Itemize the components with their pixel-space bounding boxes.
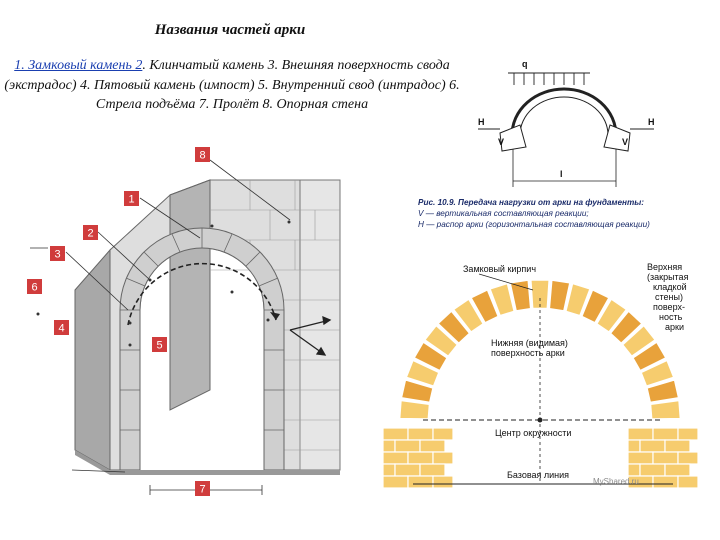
- marker-badge: 8: [195, 147, 210, 162]
- span-label: l: [560, 169, 563, 179]
- lower-surface-label-1: Нижняя (видимая): [491, 338, 568, 348]
- marker-8: 8: [199, 150, 205, 162]
- force-caption-line3: H — распор арки (горизонтальная составля…: [418, 220, 650, 229]
- right-abutment: [603, 124, 631, 152]
- brick-voussoirs: [399, 279, 681, 420]
- voussoir-brick: [424, 325, 458, 357]
- voussoir-brick: [622, 325, 656, 357]
- marker-3: 3: [54, 249, 60, 261]
- marker-4: 4: [58, 323, 64, 335]
- voussoir-joints: [120, 228, 284, 431]
- right-wall-bricks: [627, 427, 698, 488]
- lower-surface-label-2: поверхность арки: [491, 348, 565, 358]
- voussoir-brick: [489, 283, 515, 316]
- left-vertical-label: V: [498, 137, 504, 147]
- voussoir-brick: [610, 311, 643, 344]
- voussoir-brick: [437, 311, 470, 344]
- top-surface-label-2: (закрытая: [647, 272, 689, 282]
- watermark: MyShared.ru: [593, 477, 639, 486]
- left-wall-bricks: [383, 427, 454, 488]
- voussoir-brick: [406, 360, 440, 387]
- keystone-leader: [478, 273, 534, 291]
- voussoir-brick: [650, 400, 681, 420]
- voussoir-brick: [453, 299, 484, 333]
- top-surface-label-6: ность: [659, 312, 683, 322]
- brick-arch-diagram: Замковый кирпич Нижняя (видимая) поверхн…: [383, 258, 698, 488]
- force-caption: Рис. 10.9. Передача нагрузки от арки на …: [418, 197, 718, 230]
- force-diagram: q H H V V l: [478, 59, 655, 187]
- left-abutment: [499, 124, 527, 152]
- marker-badge: 5: [152, 337, 167, 352]
- right-thrust-label: H: [648, 117, 655, 127]
- voussoir-brick: [401, 379, 434, 403]
- right-vertical-label: V: [622, 137, 628, 147]
- voussoir-brick: [549, 280, 570, 311]
- voussoir-brick: [646, 379, 679, 403]
- top-surface-label-3: кладкой: [653, 282, 687, 292]
- left-thrust-label: H: [478, 117, 485, 127]
- voussoir-brick: [581, 289, 610, 323]
- marker-badge: 4: [54, 320, 69, 335]
- marker-badge: 2: [83, 225, 98, 240]
- load-label: q: [522, 59, 528, 69]
- stone-arch-illustration: 8 1 2 3 6 4 5 7: [27, 147, 341, 496]
- circle-center-label: Центр окружности: [495, 428, 571, 438]
- extrados-arrow-head: [270, 312, 280, 320]
- marker-badge: 6: [27, 279, 42, 294]
- load-arrows: [513, 73, 585, 85]
- voussoir-brick: [399, 400, 430, 420]
- force-caption-line1: Рис. 10.9. Передача нагрузки от арки на …: [418, 198, 644, 207]
- top-surface-label-1: Верхняя: [647, 262, 682, 272]
- base-line-label: Базовая линия: [507, 470, 569, 480]
- top-surface-label-7: арки: [665, 322, 684, 332]
- marker-5: 5: [156, 340, 162, 352]
- voussoir-brick: [640, 360, 674, 387]
- keystone-label: Замковый кирпич: [463, 264, 536, 274]
- force-arch-outer: [510, 87, 618, 136]
- marker-badge: 7: [195, 481, 210, 496]
- force-arch-inner: [519, 96, 609, 136]
- marker-6: 6: [31, 282, 37, 294]
- marker-badge: 1: [124, 191, 139, 206]
- voussoir-brick: [470, 289, 499, 323]
- marker-2: 2: [87, 228, 93, 240]
- circle-center-point: [537, 417, 543, 423]
- description-link[interactable]: 1. Замковый камень 2: [14, 58, 143, 73]
- voussoir-brick: [565, 283, 591, 316]
- parts-description: 1. Замковый камень 2. Клинчатый камень 3…: [0, 56, 472, 115]
- page-title: Названия частей арки: [154, 22, 306, 38]
- top-surface-label-5: поверх-: [653, 302, 685, 312]
- marker-7: 7: [199, 484, 205, 496]
- wall-side-face: [169, 179, 211, 411]
- arch-left-side-face: [74, 248, 111, 471]
- marker-1: 1: [128, 194, 134, 206]
- force-caption-line2: V — вертикальная составляющая реакции;: [418, 209, 589, 218]
- voussoir-brick: [414, 341, 448, 371]
- top-surface-label-4: стены): [655, 292, 683, 302]
- voussoir-brick: [632, 341, 666, 371]
- marker-badge: 3: [50, 246, 65, 261]
- marker6-dot: [36, 312, 40, 316]
- leader-lines: [65, 159, 291, 473]
- arch-base: [75, 450, 340, 475]
- thrust-arrows: [289, 315, 332, 356]
- voussoir-brick: [596, 299, 627, 333]
- description-text: . Клинчатый камень 3. Внешняя поверхност…: [4, 58, 460, 112]
